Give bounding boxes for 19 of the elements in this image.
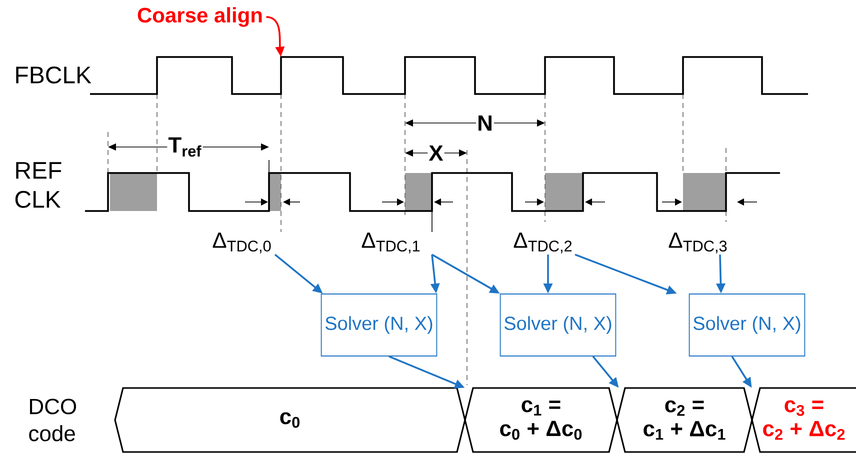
bus-segment: c$_{1}$ = c$_{0}$ + Δc$_{0}$ [464, 387, 618, 453]
dimension-label: T$_{ref}$ [167, 136, 203, 158]
signal-name: DCO code [29, 398, 76, 442]
delta-label: Δ$_{TDC,0}$ [211, 232, 273, 254]
annotation-text: Coarse align [138, 7, 262, 27]
signal-name: FBCLK [16, 66, 92, 84]
signal-name: REF CLK [15, 162, 62, 208]
dimension-label: X [428, 144, 444, 162]
bus-segment: c$_{0}$ [114, 387, 466, 453]
solver-box: Solver (N, X) [688, 294, 806, 356]
delta-label: Δ$_{TDC,2}$ [512, 232, 574, 254]
dimension-label: N [476, 114, 494, 132]
delta-label: Δ$_{TDC,1}$ [360, 232, 422, 254]
solver-box: Solver (N, X) [320, 294, 438, 356]
bus-segment: c$_{2}$ = c$_{1}$ + Δc$_{1}$ [616, 387, 753, 453]
bus-segment: c$_{3}$ = c$_{2}$ + Δc$_{2}$ [751, 387, 856, 453]
solver-box: Solver (N, X) [500, 294, 616, 356]
waveform [90, 56, 808, 95]
delta-label: Δ$_{TDC,3}$ [667, 232, 729, 254]
